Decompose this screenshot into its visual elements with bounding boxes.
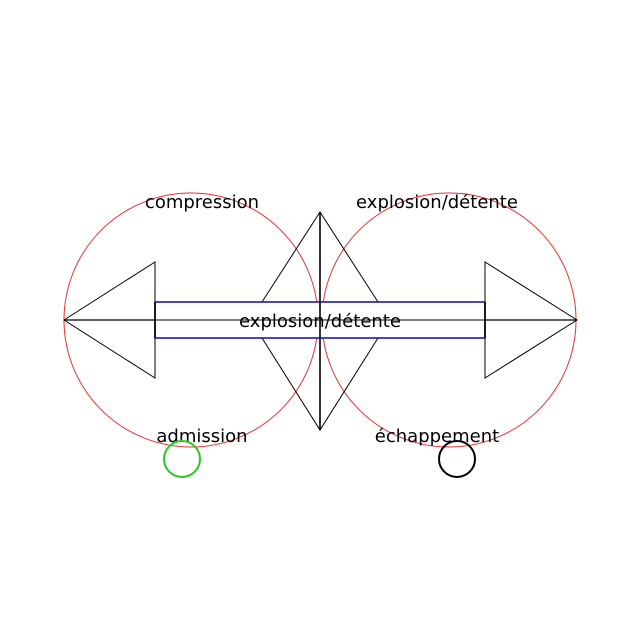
label-explosion-top: explosion/détente xyxy=(356,192,518,213)
label-compression: compression xyxy=(145,192,259,213)
label-echappement: échappement xyxy=(375,426,499,447)
label-admission: admission xyxy=(156,426,247,447)
admission-marker-circle xyxy=(163,440,201,478)
label-explosion-center: explosion/détente xyxy=(239,311,401,332)
exhaust-marker-circle xyxy=(438,440,476,478)
